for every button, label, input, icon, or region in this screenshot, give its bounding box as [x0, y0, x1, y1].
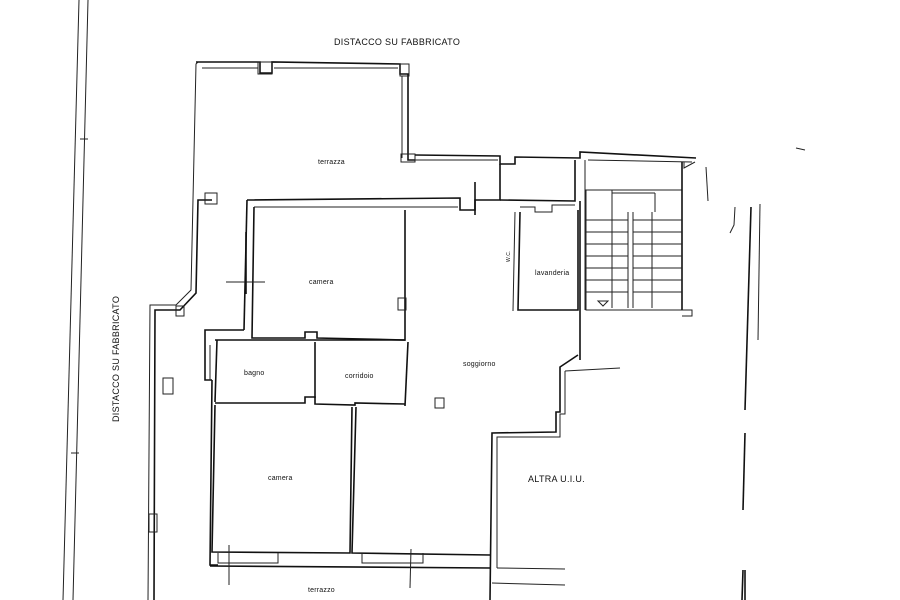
room-label-camera-2: camera	[268, 475, 293, 482]
terrace-top-walls	[196, 61, 697, 165]
room-label-bagno: bagno	[244, 370, 265, 377]
middle-rooms-walls	[204, 329, 409, 407]
room-label-corridoio: corridoio	[345, 373, 374, 380]
wc-mark: W.C.	[506, 250, 512, 262]
right-partial-lines	[705, 147, 806, 600]
top-setback-label: DISTACCO SU FABBRICATO	[334, 37, 461, 47]
other-unit-label: ALTRA U.I.U.	[528, 474, 585, 484]
property-boundary	[62, 0, 89, 600]
stair-arrow-icon	[596, 300, 610, 307]
left-setback-label: DISTACCO SU FABBRICATO	[111, 295, 121, 422]
stairwell	[585, 161, 696, 317]
soggiorno-walls	[434, 354, 621, 600]
upper-block-walls	[226, 160, 586, 360]
room-label-lavanderia: lavanderia	[535, 270, 570, 277]
lower-rooms-walls	[209, 379, 491, 589]
room-label-camera-1: camera	[309, 279, 334, 286]
room-label-terrazzo: terrazzo	[308, 587, 335, 594]
room-label-terrazza: terrazza	[318, 159, 345, 166]
stair-treads	[586, 219, 682, 293]
room-label-soggiorno: soggiorno	[463, 361, 496, 368]
left-outer-wall	[147, 61, 218, 600]
